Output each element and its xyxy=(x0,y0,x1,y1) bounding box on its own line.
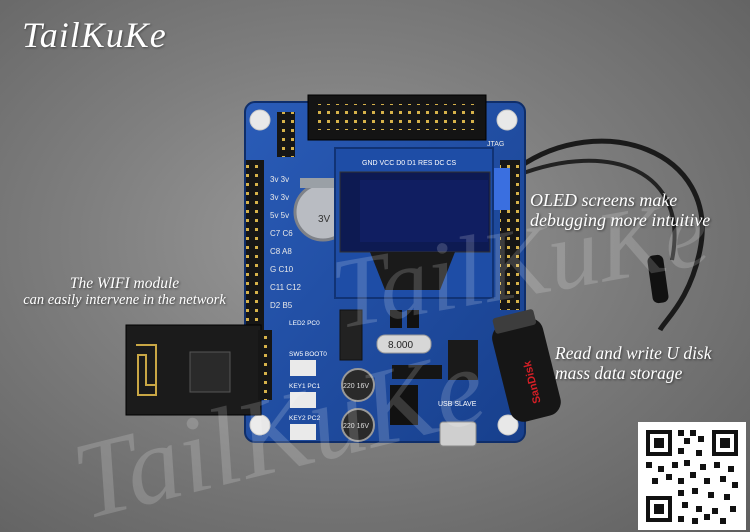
svg-text:D2 B5: D2 B5 xyxy=(270,301,293,310)
usb-flash-drive: SanDisk xyxy=(492,309,561,422)
wifi-antenna xyxy=(136,344,157,396)
caption-wifi-line1: The WIFI module xyxy=(69,275,180,292)
jtag-label: JTAG xyxy=(487,141,504,148)
qr-code-pattern xyxy=(638,422,746,530)
svg-text:SW5 BOOT0: SW5 BOOT0 xyxy=(289,351,327,358)
lanyard-clip xyxy=(647,254,669,304)
key2-button xyxy=(290,424,316,440)
caption-oled-line2: debugging more intuitive xyxy=(530,210,711,231)
mount-hole-br xyxy=(497,414,519,436)
mount-hole-bl xyxy=(249,414,271,436)
caption-wifi-line2: can easily intervene in the network xyxy=(23,292,226,309)
crystal-label: 8.000 xyxy=(388,340,413,351)
svg-text:220 16V: 220 16V xyxy=(343,423,369,430)
svg-text:5v 5v: 5v 5v xyxy=(270,211,289,220)
blue-jumper xyxy=(492,168,510,210)
left-pin-header xyxy=(246,160,264,330)
svg-text:KEY1 PC1: KEY1 PC1 xyxy=(289,383,320,390)
svg-text:KEY2 PC2: KEY2 PC2 xyxy=(289,415,320,422)
caption-oled-line1: OLED screens make xyxy=(530,190,678,210)
svg-text:LED2 PC0: LED2 PC0 xyxy=(289,320,320,327)
caption-udisk-line2: mass data storage xyxy=(555,362,683,383)
qr-code xyxy=(638,422,746,530)
oled-pin-labels: GND VCC D0 D1 RES DC CS xyxy=(362,160,456,167)
caption-udisk: Read and write U disk mass data storage xyxy=(555,343,712,383)
brand-logo: TailKuKe xyxy=(22,15,167,55)
svg-text:3v 3v: 3v 3v xyxy=(270,193,289,202)
regulator-chip xyxy=(390,385,418,425)
svg-text:C8 A8: C8 A8 xyxy=(270,247,292,256)
caption-oled: OLED screens make debugging more intuiti… xyxy=(530,190,710,230)
lanyard-cord xyxy=(516,138,705,332)
boot-switch xyxy=(290,360,316,376)
svg-text:USB SLAVE: USB SLAVE xyxy=(438,401,477,408)
battery-label: 3V xyxy=(318,214,331,225)
svg-text:C11 C12: C11 C12 xyxy=(270,283,302,292)
svg-text:220 16V: 220 16V xyxy=(343,383,369,390)
key1-button xyxy=(290,392,316,408)
left-pin-header-top xyxy=(277,112,295,157)
lanyard-cord-2 xyxy=(517,158,677,261)
caption-wifi: The WIFI module can easily intervene in … xyxy=(2,275,247,309)
mount-hole-tl xyxy=(249,109,271,131)
capacitor-right xyxy=(341,408,375,442)
usb-micro-port xyxy=(439,421,477,447)
capacitor-left xyxy=(341,368,375,402)
svg-text:3v 3v: 3v 3v xyxy=(270,175,289,184)
svg-text:C7 C6: C7 C6 xyxy=(270,229,293,238)
mount-hole-tr xyxy=(496,109,518,131)
caption-udisk-line1: Read and write U disk xyxy=(555,343,712,363)
crystal xyxy=(376,334,432,354)
svg-text:G C10: G C10 xyxy=(270,265,294,274)
